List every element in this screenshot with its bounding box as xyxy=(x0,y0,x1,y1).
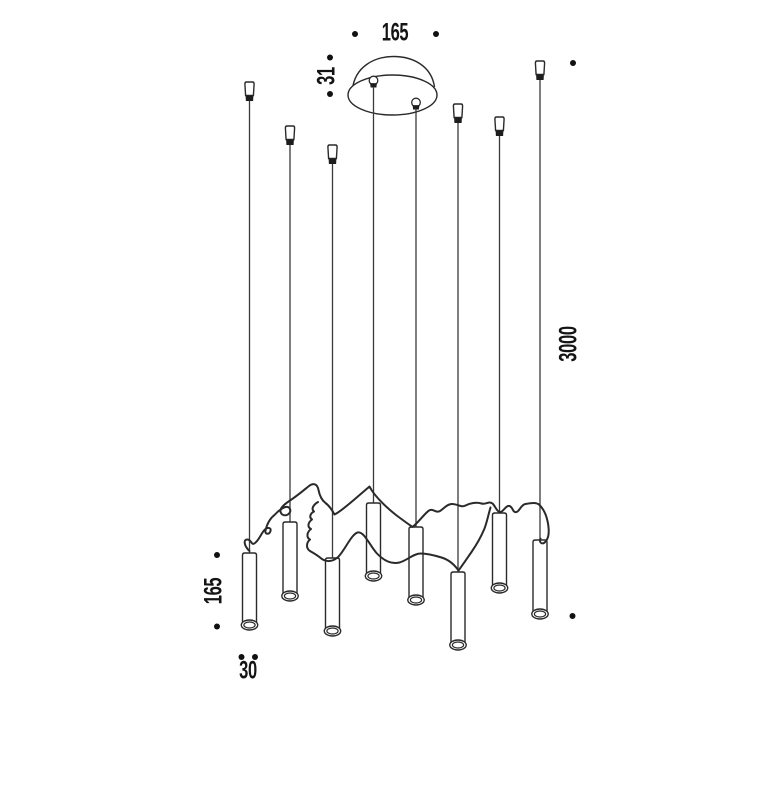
canopy-cable-grommets xyxy=(368,75,421,110)
cord-grips xyxy=(244,60,546,164)
pendant-tube xyxy=(490,512,509,594)
dimension-dot xyxy=(252,654,258,660)
pendant-tube xyxy=(281,521,299,602)
tube-bottom-opening xyxy=(493,584,506,592)
tube-bottom-opening xyxy=(533,610,547,618)
organic-frame-lower-strand xyxy=(306,501,492,572)
dimension-label-canopy-height: 31 xyxy=(312,67,341,85)
cord-grip xyxy=(244,81,255,97)
dimension-dot xyxy=(433,31,439,37)
cable-grommet-base xyxy=(370,83,377,88)
pendant-tube xyxy=(240,552,259,631)
pendant-tube xyxy=(407,526,425,606)
suspension-cables xyxy=(248,80,541,572)
pendant-tubes xyxy=(240,502,549,651)
cord-grip xyxy=(284,125,296,141)
tube-bottom-opening xyxy=(367,572,380,580)
canopy-rim-outline xyxy=(347,74,438,116)
canopy-dome-outline xyxy=(351,55,436,90)
cord-grip xyxy=(534,60,546,76)
dimension-dot xyxy=(327,91,333,97)
cord-grip-band xyxy=(454,117,462,123)
cord-grip xyxy=(452,103,464,119)
cord-grip-band xyxy=(495,130,504,136)
pendant-tube xyxy=(323,557,342,637)
ceiling-canopy xyxy=(347,55,438,116)
cord-grip-band xyxy=(328,158,337,164)
cord-grip-band xyxy=(286,139,294,145)
dimension-label-canopy-diameter: 165 xyxy=(381,18,409,47)
dimension-dot xyxy=(214,552,220,558)
cord-grip xyxy=(494,116,505,132)
dimension-label-pendant-length: 165 xyxy=(199,577,228,605)
dimension-label-pendant-diameter: 30 xyxy=(239,656,257,685)
tube-bottom-opening xyxy=(326,627,339,635)
dimension-dot xyxy=(570,60,576,66)
tube-bottom-opening xyxy=(451,641,465,649)
pendant-tube xyxy=(364,502,383,582)
tube-bottom-opening xyxy=(243,621,256,629)
dimension-dot xyxy=(569,613,576,619)
dimension-dot xyxy=(327,54,333,61)
dimension-dot xyxy=(352,31,358,37)
tube-bottom-opening xyxy=(283,592,297,600)
tube-bottom-opening xyxy=(409,596,423,604)
dimension-dot xyxy=(238,654,245,660)
dimension-dot xyxy=(214,623,220,630)
dimension-label-suspension-length: 3000 xyxy=(554,326,583,362)
cable-grommet-base xyxy=(412,105,420,110)
pendant-tube xyxy=(531,539,549,620)
organic-frame-outline xyxy=(243,483,550,572)
cord-grip xyxy=(327,144,338,160)
pendant-tube xyxy=(449,571,467,651)
dimension-dots xyxy=(214,31,576,660)
organic-frame-upper-strand xyxy=(243,483,550,552)
cord-grip-band xyxy=(536,74,544,80)
cord-grip-band xyxy=(245,95,254,101)
